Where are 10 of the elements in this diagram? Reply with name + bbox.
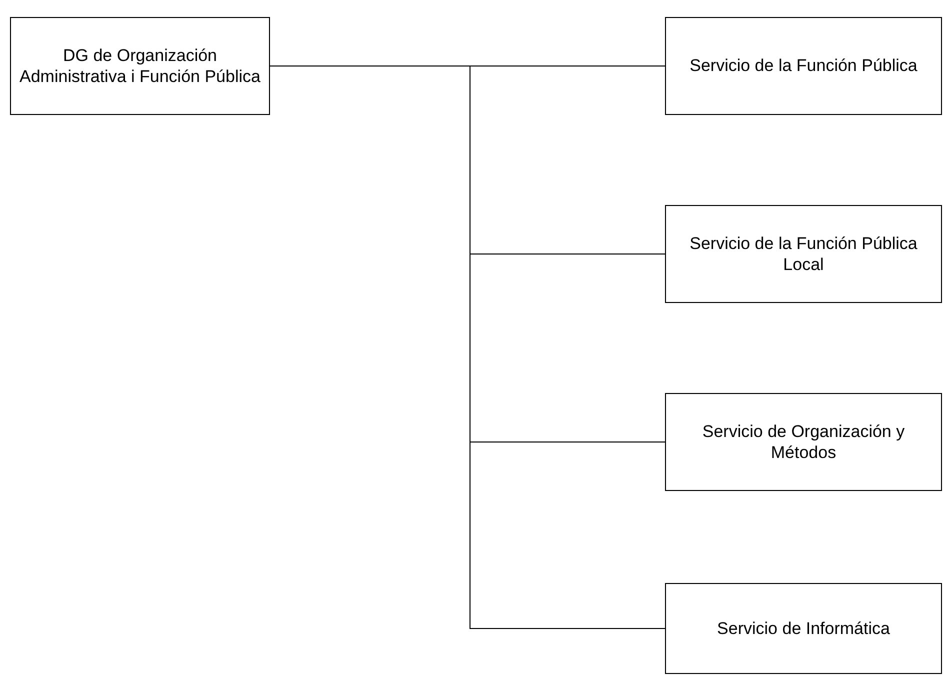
- org-unit-box: [665, 205, 942, 303]
- org-unit-box: [665, 17, 942, 115]
- unit-name: Servicio de Organización y Métodos: [701, 420, 906, 464]
- unit-name: Servicio de la Función Pública: [690, 55, 918, 77]
- unit-name: Servicio de Informática: [717, 618, 890, 640]
- unit-name: Servicio de la Función Pública Local: [688, 232, 918, 276]
- org-unit-box: [665, 393, 942, 491]
- unit-name: DG de Organización Administrativa i Función Pública: [18, 44, 262, 88]
- org-unit-box: [10, 17, 270, 115]
- org-unit-box: [665, 583, 942, 674]
